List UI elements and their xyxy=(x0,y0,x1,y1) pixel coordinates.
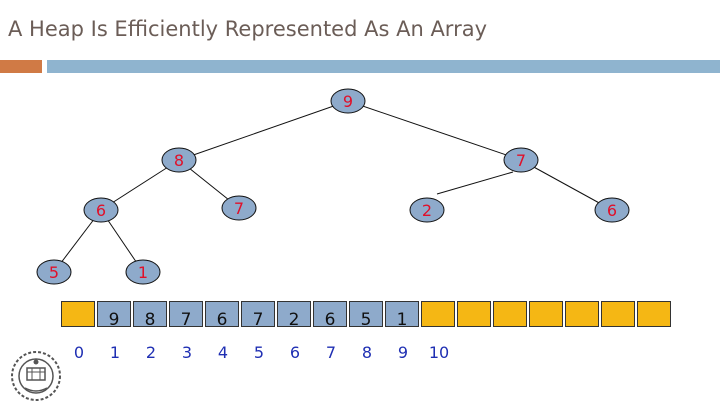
array-cell-filled: 6 xyxy=(205,301,239,330)
tree-node-circle xyxy=(36,259,72,285)
tree-node-label: 1 xyxy=(138,263,148,282)
tree-node: 7 xyxy=(503,147,539,173)
array-cell-empty xyxy=(565,301,599,327)
tree-node-label: 8 xyxy=(174,151,184,170)
array-cell-value: 7 xyxy=(180,310,192,330)
tree-edges xyxy=(53,100,613,273)
array-cell-filled: 7 xyxy=(169,301,203,330)
array-index-label: 9 xyxy=(397,343,409,362)
array-index-label: 3 xyxy=(181,343,193,362)
array-index-label: 8 xyxy=(361,343,373,362)
tree-node-label: 2 xyxy=(422,201,432,220)
tree-node-label: 5 xyxy=(49,263,59,282)
tree-node-label: 7 xyxy=(516,151,526,170)
tree-node-circle xyxy=(125,259,161,285)
tree-node: 6 xyxy=(594,197,630,223)
array-cell-filled: 8 xyxy=(133,301,167,330)
tree-node: 8 xyxy=(161,147,197,173)
tree-node: 7 xyxy=(221,195,257,221)
tree-nodes: 9 8 7 6 7 2 6 5 1 xyxy=(36,88,630,285)
array-cell-value: 6 xyxy=(216,310,228,330)
array-cell-filled: 1 xyxy=(385,301,419,330)
array-cell-empty xyxy=(421,301,455,327)
array-cell-empty xyxy=(493,301,527,327)
tree-node-circle xyxy=(503,147,539,173)
tree-edge xyxy=(436,171,514,195)
tree-node-circle xyxy=(330,88,366,114)
array-cell-value: 8 xyxy=(144,310,156,330)
array-index-label: 1 xyxy=(109,343,121,362)
tree-node-circle xyxy=(161,147,197,173)
array-cell-filled: 7 xyxy=(241,301,275,330)
tree-node: 2 xyxy=(409,197,445,223)
tree-node-label: 9 xyxy=(343,92,353,111)
tree-node-circle xyxy=(594,197,630,223)
heap-tree-diagram: 9 8 7 6 7 2 6 5 1 xyxy=(36,88,630,285)
array-cell-value: 7 xyxy=(252,310,264,330)
array-index-row: 0 1 2 3 4 5 6 7 8 9 10 xyxy=(61,343,457,362)
tree-node-label: 6 xyxy=(607,201,617,220)
slide-title: A Heap Is Efficiently Represented As An … xyxy=(8,17,488,41)
array-index-label: 2 xyxy=(145,343,157,362)
tree-node-circle xyxy=(83,197,119,223)
array-index-label: 4 xyxy=(217,343,229,362)
tree-node-circle xyxy=(409,197,445,223)
array-cell-value: 9 xyxy=(108,310,120,330)
heap-array: 9 8 7 6 7 2 6 5 1 xyxy=(61,301,671,330)
institute-seal-icon xyxy=(10,350,62,406)
tree-node: 5 xyxy=(36,259,72,285)
array-index-label: 5 xyxy=(253,343,265,362)
tree-node: 1 xyxy=(125,259,161,285)
array-cell-empty xyxy=(61,301,95,327)
tree-edge xyxy=(178,100,349,161)
tree-edge xyxy=(520,159,613,211)
array-cell-value: 5 xyxy=(360,310,372,330)
array-cell-value: 1 xyxy=(396,310,408,330)
accent-bar-orange xyxy=(0,60,42,73)
tree-node: 9 xyxy=(330,88,366,114)
array-cell-empty xyxy=(637,301,671,327)
array-index-label: 6 xyxy=(289,343,301,362)
tree-edge xyxy=(347,100,522,161)
array-cell-empty xyxy=(601,301,635,327)
tree-node: 6 xyxy=(83,197,119,223)
array-cell-empty xyxy=(457,301,491,327)
array-cell-value: 6 xyxy=(324,310,336,330)
array-cell-empty xyxy=(529,301,563,327)
array-cell-filled: 5 xyxy=(349,301,383,330)
array-cell-filled: 6 xyxy=(313,301,347,330)
accent-bar-blue xyxy=(47,60,720,73)
tree-node-label: 7 xyxy=(234,199,244,218)
array-cell-filled: 9 xyxy=(97,301,131,330)
array-cell-value: 2 xyxy=(288,310,300,330)
array-index-label: 0 xyxy=(73,343,85,362)
array-index-label: 10 xyxy=(428,343,450,362)
tree-node-circle xyxy=(221,195,257,221)
array-index-label: 7 xyxy=(325,343,337,362)
array-cell-filled: 2 xyxy=(277,301,311,330)
tree-node-label: 6 xyxy=(96,201,106,220)
